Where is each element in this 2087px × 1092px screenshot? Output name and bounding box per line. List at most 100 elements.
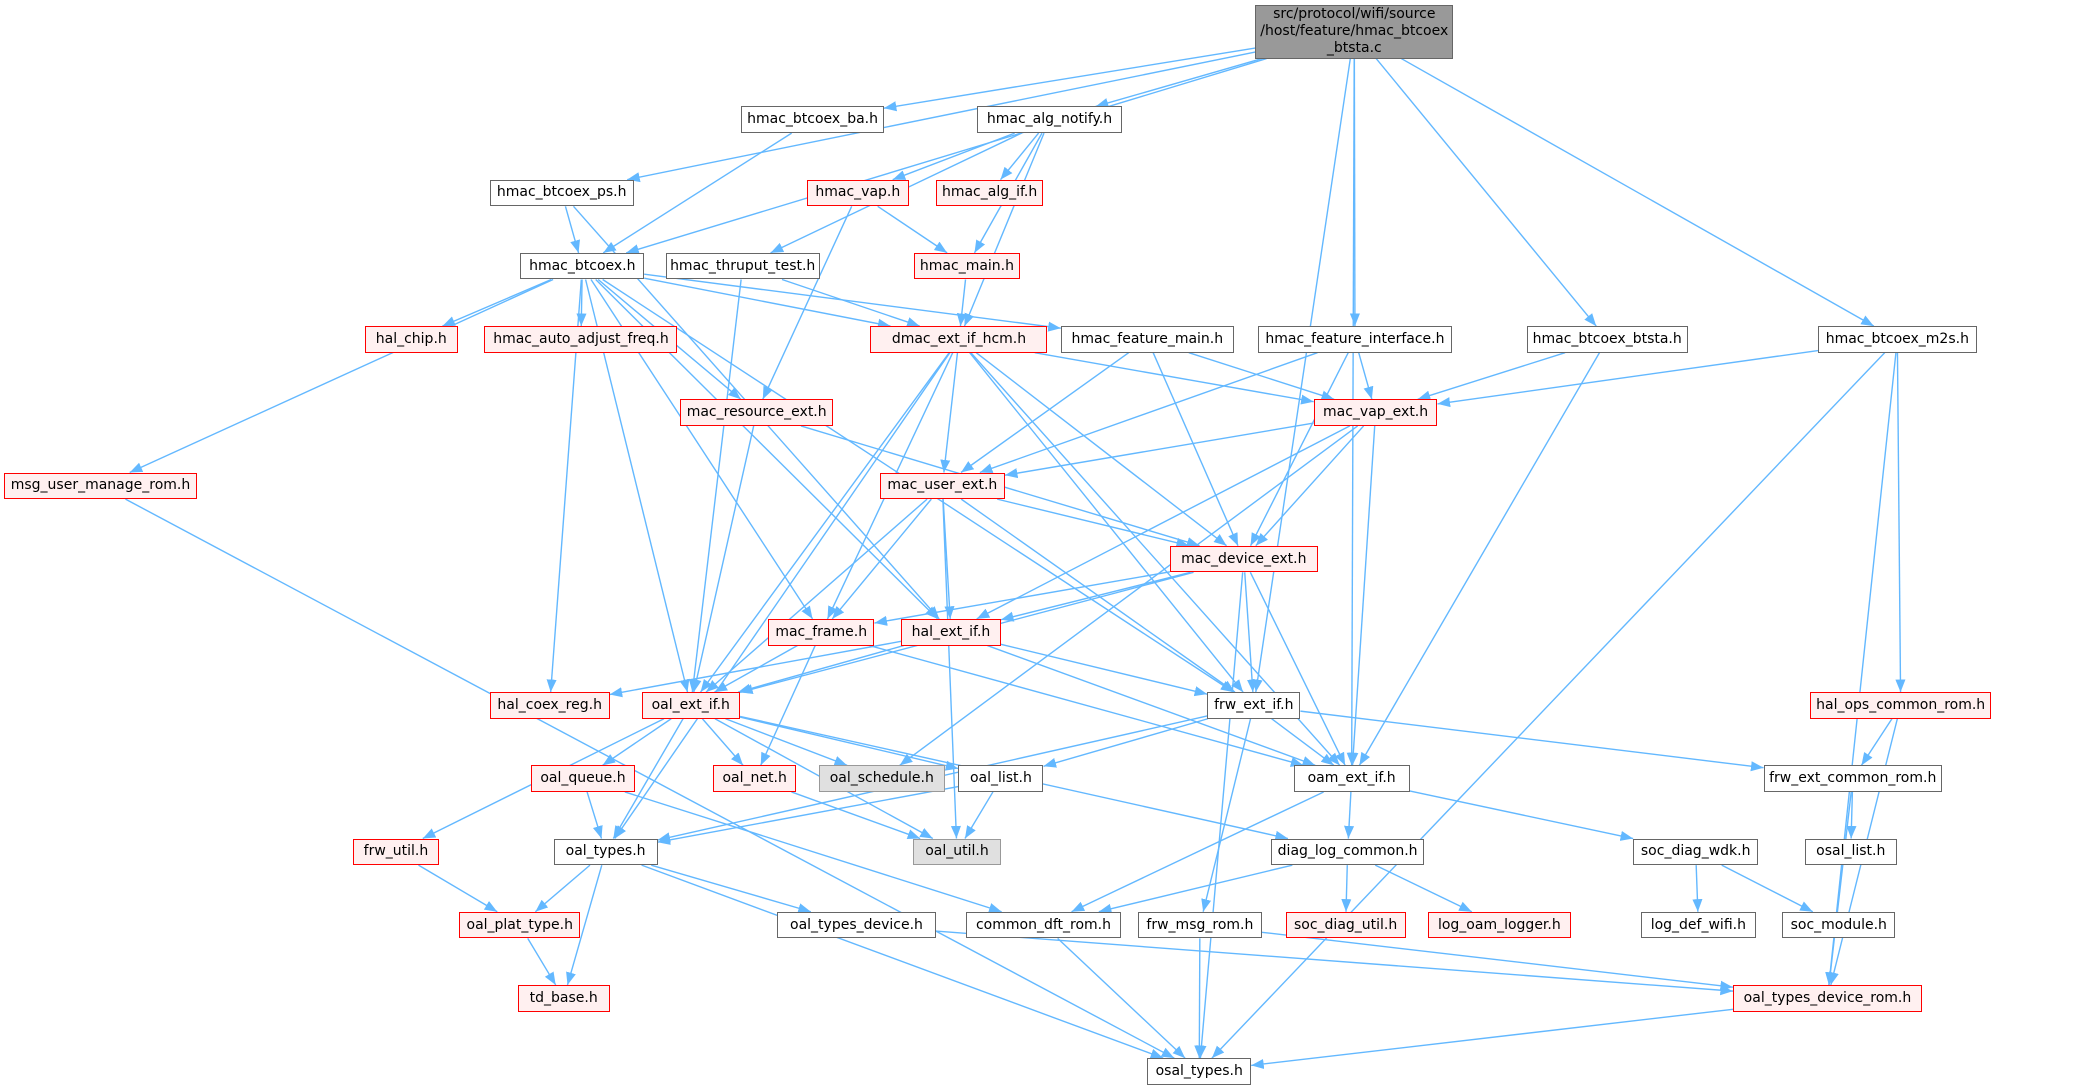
edge-m2s-to-types-dev-rom	[1825, 352, 1897, 986]
node-mac-frame[interactable]: mac_frame.h	[767, 618, 875, 646]
node-soc-util[interactable]: soc_diag_util.h	[1285, 911, 1406, 939]
edge-msg-user-to-osal-types	[125, 498, 1175, 1059]
node-mac-res[interactable]: mac_resource_ext.h	[680, 399, 834, 426]
edge-mac-vap-to-oam-ext	[1348, 425, 1376, 766]
node-oal-queue[interactable]: oal_queue.h	[531, 765, 635, 792]
edge-frw-msg-to-types-dev-rom	[1261, 931, 1734, 991]
edge-feat-if-to-mac-vap	[1358, 352, 1374, 400]
node-m2s[interactable]: hmac_btcoex_m2s.h	[1818, 326, 1977, 353]
node-frw-msg[interactable]: frw_msg_rom.h	[1138, 911, 1262, 939]
edge-root-to-alg-notify	[1095, 57, 1263, 108]
edge-hmac-main-to-dmac	[956, 279, 967, 327]
node-mac-dev[interactable]: mac_device_ext.h	[1169, 545, 1318, 573]
node-osal-list[interactable]: osal_list.h	[1804, 838, 1897, 866]
edge-m2s-to-mac-vap	[1437, 349, 1819, 408]
node-plat-type[interactable]: oal_plat_type.h	[459, 911, 581, 939]
edge-mac-user-to-oal-util	[942, 499, 961, 839]
node-log-oam[interactable]: log_oam_logger.h	[1428, 911, 1571, 939]
node-alg-if[interactable]: hmac_alg_if.h	[935, 179, 1044, 207]
edge-btcoex-ba-to-btcoex	[602, 132, 793, 254]
edge-dmac-to-oal-types	[614, 352, 951, 839]
edge-oam-ext-to-diag-log	[1344, 791, 1355, 839]
node-frw-common[interactable]: frw_ext_common_rom.h	[1763, 765, 1942, 792]
node-hal-ext[interactable]: hal_ext_if.h	[901, 618, 1001, 646]
edge-oal-types-to-osal-types	[641, 864, 1164, 1059]
edge-btcoex-to-msg-user	[129, 278, 554, 474]
node-btsta[interactable]: hmac_btcoex_btsta.h	[1526, 326, 1688, 353]
node-msg-user[interactable]: msg_user_manage_rom.h	[3, 472, 197, 500]
node-hal-coex[interactable]: hal_coex_reg.h	[489, 692, 610, 719]
node-mac-user[interactable]: mac_user_ext.h	[879, 472, 1005, 500]
node-oal-util[interactable]: oal_util.h	[913, 838, 1001, 866]
edge-oal-list-to-oal-types	[657, 785, 959, 845]
edge-root-to-m2s	[1400, 57, 1875, 327]
node-oal-list[interactable]: oal_list.h	[958, 765, 1044, 792]
node-btcoex[interactable]: hmac_btcoex.h	[520, 252, 645, 280]
edge-dmac-to-mac-user	[940, 352, 959, 473]
node-log-def[interactable]: log_def_wifi.h	[1641, 911, 1756, 939]
edge-root-to-btsta	[1375, 58, 1597, 327]
node-oal-net[interactable]: oal_net.h	[713, 765, 796, 792]
node-types-dev-rom[interactable]: oal_types_device_rom.h	[1732, 984, 1922, 1012]
edge-oam-ext-to-dft-rom	[1071, 791, 1324, 913]
node-thruput[interactable]: hmac_thruput_test.h	[665, 252, 820, 280]
edge-mac-vap-to-mac-user	[1004, 422, 1314, 479]
node-td-base[interactable]: td_base.h	[517, 984, 610, 1012]
edge-dmac-to-mac-vap	[1034, 352, 1314, 405]
edge-mac-dev-to-oam-ext	[1249, 572, 1346, 766]
node-oal-ext[interactable]: oal_ext_if.h	[641, 692, 741, 719]
node-soc-wdk[interactable]: soc_diag_wdk.h	[1633, 838, 1759, 866]
edge-mac-dev-to-osal-types	[1196, 572, 1244, 1059]
edge-diag-log-to-log-oam	[1374, 864, 1473, 913]
edge-m2s-to-osal-types	[1211, 352, 1886, 1059]
edge-mac-user-to-mac-dev	[996, 498, 1190, 548]
node-oal-types[interactable]: oal_types.h	[553, 838, 658, 866]
node-oal-sched[interactable]: oal_schedule.h	[818, 765, 945, 792]
edge-thruput-to-oal-ext	[688, 279, 742, 693]
edge-dmac-to-oal-ext	[699, 352, 950, 693]
node-hmac-main[interactable]: hmac_main.h	[914, 252, 1020, 280]
edge-hmac-vap-to-mac-res	[762, 206, 853, 400]
edge-hal-ext-to-oal-ext	[737, 644, 904, 694]
edge-diag-log-to-soc-util	[1341, 865, 1352, 912]
edge-btcoex-ps-to-btcoex	[564, 206, 580, 254]
node-btcoex-ba[interactable]: hmac_btcoex_ba.h	[741, 106, 884, 134]
edge-frw-ext-to-frw-msg	[1201, 718, 1252, 912]
edge-oal-ext-to-oal-queue	[602, 718, 672, 766]
node-osal-types[interactable]: osal_types.h	[1147, 1058, 1252, 1085]
node-frw-util[interactable]: frw_util.h	[352, 838, 440, 866]
node-mac-vap[interactable]: mac_vap_ext.h	[1313, 399, 1438, 426]
edge-mac-dev-to-mac-frame	[874, 571, 1171, 626]
node-btcoex-ps[interactable]: hmac_btcoex_ps.h	[489, 179, 634, 207]
edge-oal-queue-to-dft-rom	[624, 791, 1002, 913]
edge-frw-ext-to-oal-list	[1043, 718, 1209, 768]
node-hal-chip[interactable]: hal_chip.h	[364, 326, 458, 353]
edge-alg-notify-to-hmac-vap	[892, 132, 1015, 181]
edge-hal-ext-to-hal-coex	[609, 640, 902, 698]
node-diag-log[interactable]: diag_log_common.h	[1271, 838, 1425, 866]
node-oam-ext[interactable]: oam_ext_if.h	[1293, 765, 1410, 792]
edge-btcoex-to-auto-adj	[576, 279, 587, 327]
node-types-dev[interactable]: oal_types_device.h	[777, 911, 936, 939]
edge-frw-common-to-osal-list	[1846, 791, 1857, 839]
node-hmac-vap[interactable]: hmac_vap.h	[806, 179, 910, 207]
node-root[interactable]: src/protocol/wifi/source /host/feature/h…	[1255, 5, 1454, 59]
edge-oal-types-to-plat-type	[534, 864, 591, 913]
node-auto-adj[interactable]: hmac_auto_adjust_freq.h	[484, 326, 678, 353]
node-alg-notify[interactable]: hmac_alg_notify.h	[976, 106, 1123, 134]
edge-feat-main-to-mac-dev	[1152, 352, 1239, 546]
node-soc-module[interactable]: soc_module.h	[1782, 911, 1896, 939]
node-frw-ext[interactable]: frw_ext_if.h	[1207, 692, 1301, 719]
node-hal-ops[interactable]: hal_ops_common_rom.h	[1810, 692, 1992, 719]
edge-feat-if-to-mac-dev	[1249, 352, 1349, 547]
node-dft-rom[interactable]: common_dft_rom.h	[966, 911, 1121, 939]
edge-hal-ext-to-frw-ext	[1000, 643, 1208, 697]
edge-mac-frame-to-oal-net	[760, 645, 816, 766]
node-feat-if[interactable]: hmac_feature_interface.h	[1257, 326, 1453, 353]
edge-mac-dev-to-hal-ext	[1000, 571, 1191, 622]
edge-diag-log-to-dft-rom	[1098, 864, 1293, 914]
edge-hal-ops-to-frw-common	[1860, 718, 1893, 766]
node-dmac[interactable]: dmac_ext_if_hcm.h	[870, 326, 1048, 353]
node-feat-main[interactable]: hmac_feature_main.h	[1060, 326, 1234, 353]
